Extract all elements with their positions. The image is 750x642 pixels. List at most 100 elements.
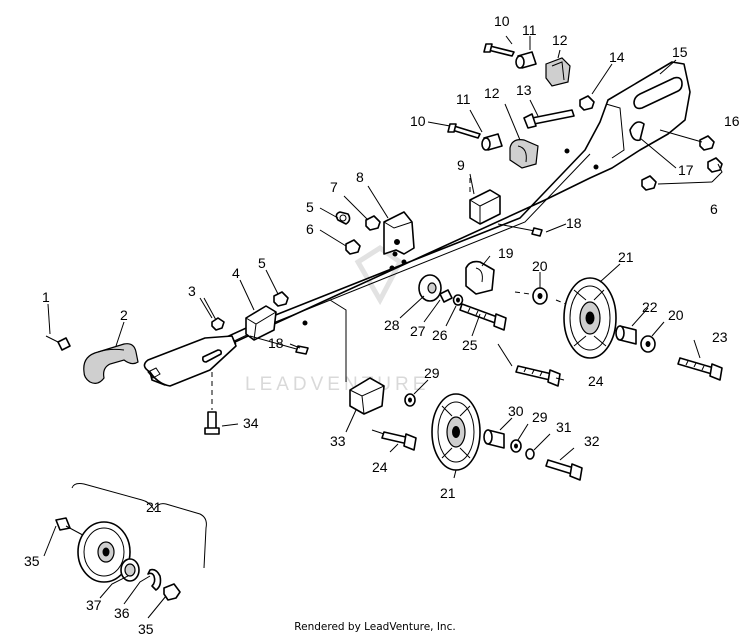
bolt-25 xyxy=(459,303,507,331)
callout-15: 15 xyxy=(672,44,688,60)
callout-23: 23 xyxy=(712,329,728,345)
callout-8: 8 xyxy=(356,169,364,185)
washer-29-right xyxy=(510,439,522,453)
callout-30: 30 xyxy=(508,403,524,419)
idler-wheel-21-center xyxy=(431,393,481,471)
bolt-24-right xyxy=(515,365,561,387)
spacer-30 xyxy=(483,429,505,449)
callout-1: 1 xyxy=(42,289,50,305)
bushing-11-top xyxy=(515,51,537,69)
spacer-27 xyxy=(439,289,453,303)
callout-11: 11 xyxy=(522,22,537,38)
callout-31: 31 xyxy=(556,419,572,435)
washer-29-left xyxy=(404,393,416,407)
washer-26 xyxy=(452,294,464,306)
callout-13: 13 xyxy=(516,82,532,98)
callout-10: 10 xyxy=(410,113,426,129)
callout-37: 37 xyxy=(86,597,102,613)
callout-21: 21 xyxy=(618,249,634,265)
callout-21: 21 xyxy=(146,499,162,515)
callout-labels: 10 11 12 14 15 16 10 11 12 13 17 6 9 8 7… xyxy=(24,13,740,637)
callout-35: 35 xyxy=(138,621,154,637)
bracket-4 xyxy=(245,305,277,341)
callout-24: 24 xyxy=(372,459,388,475)
callout-26: 26 xyxy=(432,327,448,343)
bolt-23 xyxy=(677,357,723,381)
bolt-34 xyxy=(204,372,220,435)
callout-36: 36 xyxy=(114,605,130,621)
washer-20-left xyxy=(532,287,548,305)
nut-5-upper xyxy=(335,211,351,225)
callout-24: 24 xyxy=(588,373,604,389)
callout-14: 14 xyxy=(609,49,625,65)
bumper-12-top xyxy=(545,57,571,87)
nut-7 xyxy=(365,215,381,231)
nut-3 xyxy=(203,297,225,331)
callout-3: 3 xyxy=(188,283,196,299)
callout-12: 12 xyxy=(552,32,568,48)
callout-22: 22 xyxy=(642,299,658,315)
bolt-10-mid xyxy=(447,123,481,139)
callout-29: 29 xyxy=(532,409,548,425)
screw-1 xyxy=(45,335,71,351)
callout-11: 11 xyxy=(456,91,471,107)
washer-31 xyxy=(525,448,535,460)
wheel-assembly-bracket xyxy=(71,483,207,569)
callout-21: 21 xyxy=(440,485,456,501)
bearing-37 xyxy=(120,558,140,582)
callout-20: 20 xyxy=(668,307,684,323)
callout-28: 28 xyxy=(384,317,400,333)
callout-5: 5 xyxy=(306,199,314,215)
snap-ring-36 xyxy=(147,568,162,591)
bolt-13 xyxy=(523,109,575,129)
nut-6-left xyxy=(345,239,361,255)
leader-lines xyxy=(43,35,723,619)
callout-6: 6 xyxy=(306,221,314,237)
callout-12: 12 xyxy=(484,85,500,101)
bracket-8 xyxy=(383,211,415,255)
callout-17: 17 xyxy=(678,162,694,178)
bushing-11-mid xyxy=(481,133,503,151)
idler-wheel-21-right xyxy=(563,277,617,359)
bolt-32 xyxy=(545,459,583,481)
render-credit: Rendered by LeadVenture, Inc. xyxy=(294,621,456,633)
callout-7: 7 xyxy=(330,179,338,195)
washer-20-right xyxy=(640,335,656,353)
callout-34: 34 xyxy=(243,415,259,431)
bracket-9 xyxy=(469,189,501,225)
nut-6-right-upper xyxy=(707,157,723,173)
callout-33: 33 xyxy=(330,433,346,449)
callout-2: 2 xyxy=(120,307,128,323)
bracket-33 xyxy=(329,299,385,415)
wheel-assembly-detail xyxy=(55,517,181,601)
callout-10: 10 xyxy=(494,13,510,29)
nut-6-right-lower xyxy=(641,175,657,191)
callout-16: 16 xyxy=(724,113,740,129)
bolt-16 xyxy=(659,129,715,151)
callout-9: 9 xyxy=(457,157,465,173)
bumper-12-mid xyxy=(509,139,539,169)
bolt-35-right xyxy=(163,583,181,601)
callout-27: 27 xyxy=(410,323,426,339)
spacer-22 xyxy=(615,325,637,345)
callout-18: 18 xyxy=(268,335,284,351)
clip-17 xyxy=(629,121,645,142)
spacer-28 xyxy=(418,274,442,302)
bracket-19 xyxy=(465,260,495,295)
callout-18: 18 xyxy=(566,215,582,231)
callout-5: 5 xyxy=(258,255,266,271)
callout-4: 4 xyxy=(232,265,240,281)
callout-29: 29 xyxy=(424,365,440,381)
callout-25: 25 xyxy=(462,337,478,353)
callout-32: 32 xyxy=(584,433,600,449)
callout-6: 6 xyxy=(710,201,718,217)
nut-14 xyxy=(579,95,595,111)
nut-5-lower xyxy=(273,291,289,307)
callout-20: 20 xyxy=(532,258,548,274)
rail-tip-cap xyxy=(83,343,139,384)
watermark-text: LEADVENTURE xyxy=(245,374,429,395)
callout-19: 19 xyxy=(498,245,514,261)
bolt-24-lower xyxy=(371,429,417,451)
callout-35: 35 xyxy=(24,553,40,569)
